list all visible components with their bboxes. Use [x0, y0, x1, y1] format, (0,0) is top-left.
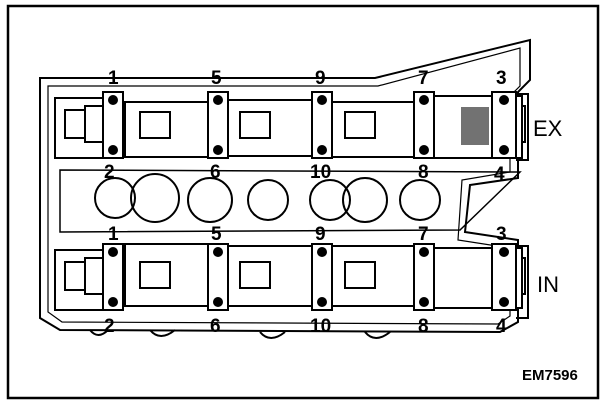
exhaust-camshaft	[54, 95, 526, 159]
exhaust-label: EX	[533, 116, 563, 141]
camshaft-label-brackets	[516, 93, 529, 319]
ex-top-number-5: 3	[496, 68, 507, 89]
ex-bottom-number-1: 2	[104, 162, 115, 183]
ex-top-number-2: 5	[211, 68, 222, 89]
intake-label: IN	[537, 272, 559, 297]
cylinder-head-outline	[39, 38, 531, 339]
in-top-number-4: 7	[418, 224, 429, 245]
in-bottom-number-2: 6	[210, 316, 221, 337]
intake-cap-bolts	[108, 247, 509, 307]
ex-top-number-4: 7	[418, 68, 429, 89]
in-top-number-3: 9	[315, 224, 326, 245]
ex-top-number-1: 1	[108, 68, 119, 89]
in-bottom-number-3: 10	[310, 316, 331, 337]
figure-code: EM7596	[522, 367, 578, 384]
in-bottom-number-4: 8	[418, 316, 429, 337]
ex-top-number-3: 9	[315, 68, 326, 89]
ex-bottom-number-2: 6	[210, 162, 221, 183]
exhaust-bearing-caps	[102, 91, 517, 159]
in-bottom-number-5: 4	[496, 316, 507, 337]
exhaust-cap-bolts	[108, 95, 509, 155]
ex-bottom-number-3: 10	[310, 162, 331, 183]
cylinder-head-middle	[59, 169, 522, 233]
ex-bottom-number-4: 8	[418, 162, 429, 183]
in-top-number-5: 3	[496, 224, 507, 245]
intake-camshaft	[54, 243, 526, 311]
figure-frame	[6, 4, 600, 400]
in-top-number-1: 1	[108, 224, 119, 245]
in-top-number-2: 5	[211, 224, 222, 245]
in-bottom-number-1: 2	[104, 316, 115, 337]
ex-bottom-number-5: 4	[494, 164, 505, 185]
